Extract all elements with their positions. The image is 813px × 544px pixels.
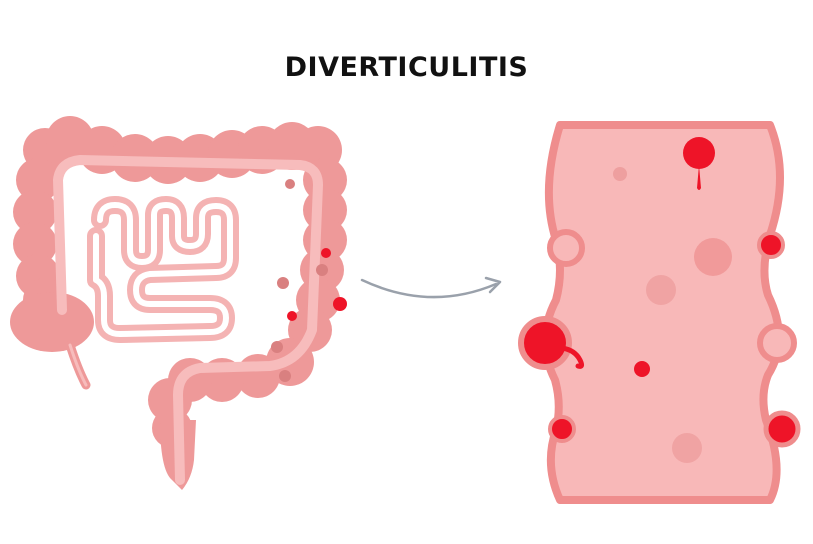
spot: [672, 433, 702, 463]
inflamed-pouch-right-top: [757, 231, 785, 259]
diagram-title: DIVERTICULITIS: [284, 52, 529, 83]
spot: [646, 275, 676, 305]
curved-arrow-icon: [360, 276, 502, 299]
inflamed-pouch-right-bottom: [763, 410, 801, 448]
inflamed-pouch-left-large: [518, 316, 572, 370]
pouch-right-mid: [757, 323, 797, 363]
colon-wall-closeup-icon: [518, 121, 801, 504]
diverticula-small: [271, 179, 347, 382]
large-intestine-icon: [10, 116, 347, 490]
closeup-outline: [541, 121, 784, 504]
spot: [694, 238, 732, 276]
bleed-left: [559, 345, 585, 369]
bleeding-lesion-top: [683, 137, 715, 169]
spot-red: [634, 361, 650, 377]
inflamed-pouch-left-bottom: [548, 415, 576, 443]
colon-lumen: [53, 155, 323, 485]
pouch-left-top: [547, 229, 585, 267]
spot: [613, 167, 627, 181]
